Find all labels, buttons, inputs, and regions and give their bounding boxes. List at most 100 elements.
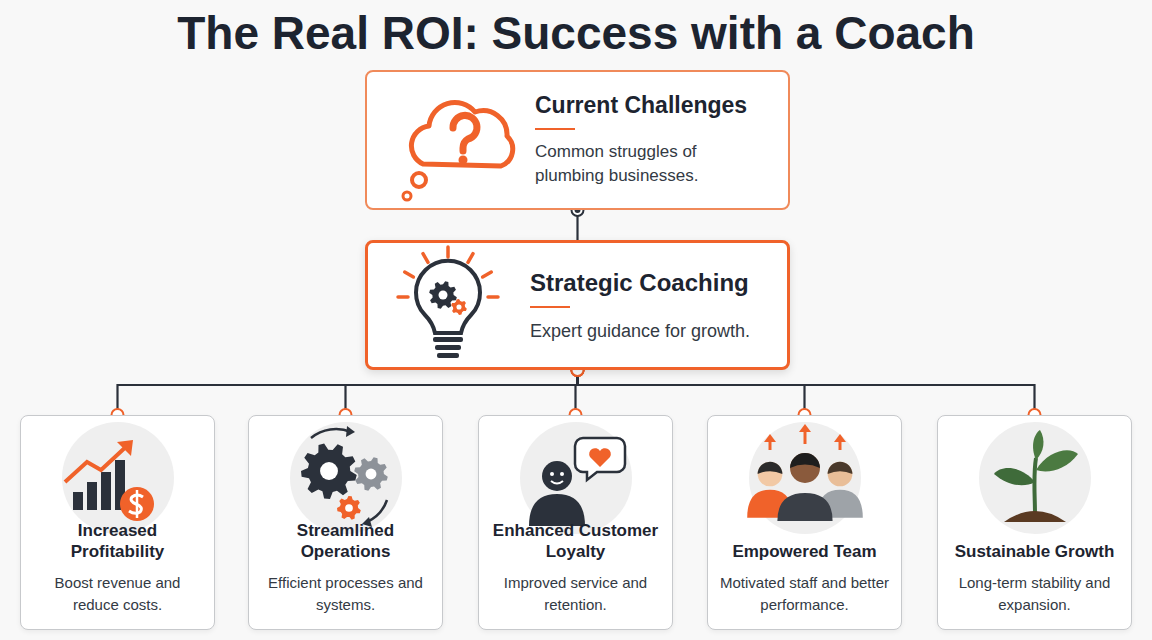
icon [938,416,1133,526]
benefit-box: Sustainable GrowthLong-term stability an… [937,415,1132,630]
icon-shape [345,504,353,512]
icon-shape [979,422,1091,534]
icon-shape [589,448,611,467]
icon-shape [578,370,1035,415]
box-body: Motivated staff and better performance. [718,572,891,616]
icon-shape [62,422,174,534]
icon-shape [87,482,97,510]
icon-shape [468,254,473,263]
icon-shape [451,299,467,315]
icon-shape [439,291,448,300]
icon [21,416,216,526]
benefit-box: Empowered TeamMotivated staff and better… [707,415,902,630]
icon-shape [488,295,498,299]
benefit-box: Streamlined OperationsEfficient processe… [248,415,443,630]
icon-shape [346,370,578,415]
benefit-box: Enhanced Customer LoyaltyImproved servic… [478,415,673,630]
box-heading: Current Challenges [535,92,778,120]
icon-shape [575,438,625,480]
challenge-box: Current ChallengesCommon struggles of pl… [365,70,790,210]
connector [572,364,1041,421]
icon-shape [120,487,154,521]
icon [708,416,903,526]
icon-shape [416,261,480,333]
icon-shape [747,422,863,534]
icon-shape [459,156,468,165]
diagram-title: The Real ROI: Success with a Coach [0,6,1152,60]
icon-shape [828,462,853,474]
icon-shape [337,496,361,520]
box-heading: Increased Profitability [31,520,204,562]
box-body: Boost revenue and reduce costs. [31,572,204,616]
icon [479,416,674,526]
icon [249,416,444,526]
icon-shape [403,102,513,200]
icon-shape [1036,450,1078,471]
icon-shape [118,370,578,415]
icon-shape [453,115,477,151]
icon-shape [828,462,853,487]
icon-shape [456,304,461,309]
icon-shape [520,422,632,534]
icon-shape [446,247,450,257]
icon-shape [764,434,776,442]
icon-shape [529,494,585,526]
connector [572,364,811,421]
icon-shape [790,453,820,483]
icon-shape [301,443,357,499]
icon-shape [290,422,402,534]
icon-shape [354,457,388,491]
icon-shape [435,345,461,350]
icon-shape [320,462,338,480]
heading-underline [530,306,570,308]
icon-shape [433,337,463,342]
icon-shape [367,500,387,522]
icon-shape [979,422,1091,534]
icon-shape [65,444,129,482]
icon-shape [1004,511,1066,522]
icon [393,249,503,367]
icon-shape [412,173,426,187]
icon-shape [542,461,572,491]
icon-shape [578,370,805,415]
icon-shape [1033,430,1043,460]
connector [570,364,584,421]
icon-shape [758,462,783,487]
box-body: Long-term stability and expansion. [948,572,1121,616]
icon-shape [398,295,408,299]
icon-shape [136,490,139,518]
icon-shape [520,422,632,534]
icon-shape [994,468,1035,485]
icon-shape [1034,458,1036,514]
box-heading: Sustainable Growth [948,520,1121,562]
icon-shape [73,492,83,510]
icon-shape [423,254,428,263]
icon-shape [101,472,111,510]
icon [395,80,515,205]
icon-shape [311,429,351,438]
box-heading: Streamlined Operations [259,520,432,562]
box-heading: Strategic Coaching [530,269,777,298]
box-heading: Enhanced Customer Loyalty [489,520,662,562]
icon-shape [799,424,811,432]
icon-shape [777,493,832,521]
heading-underline [535,128,575,130]
coaching-box: Strategic CoachingExpert guidance for gr… [365,240,790,370]
icon-shape [405,272,414,277]
icon-shape [366,469,377,480]
icon-shape [437,353,459,358]
box-body: Efficient processes and systems. [259,572,432,616]
icon-shape [560,472,564,476]
icon-shape [551,481,563,484]
benefit-box: Increased ProfitabilityBoost revenue and… [20,415,215,630]
connector [340,364,584,421]
box-body: Common struggles of plumbing businesses. [535,140,765,189]
icon-shape [790,453,820,468]
icon-shape [117,440,133,456]
icon-shape [834,434,846,442]
box-heading: Empowered Team [718,520,891,562]
icon-shape [483,272,492,277]
box-body: Expert guidance for growth. [530,318,777,344]
icon-shape [758,462,783,474]
